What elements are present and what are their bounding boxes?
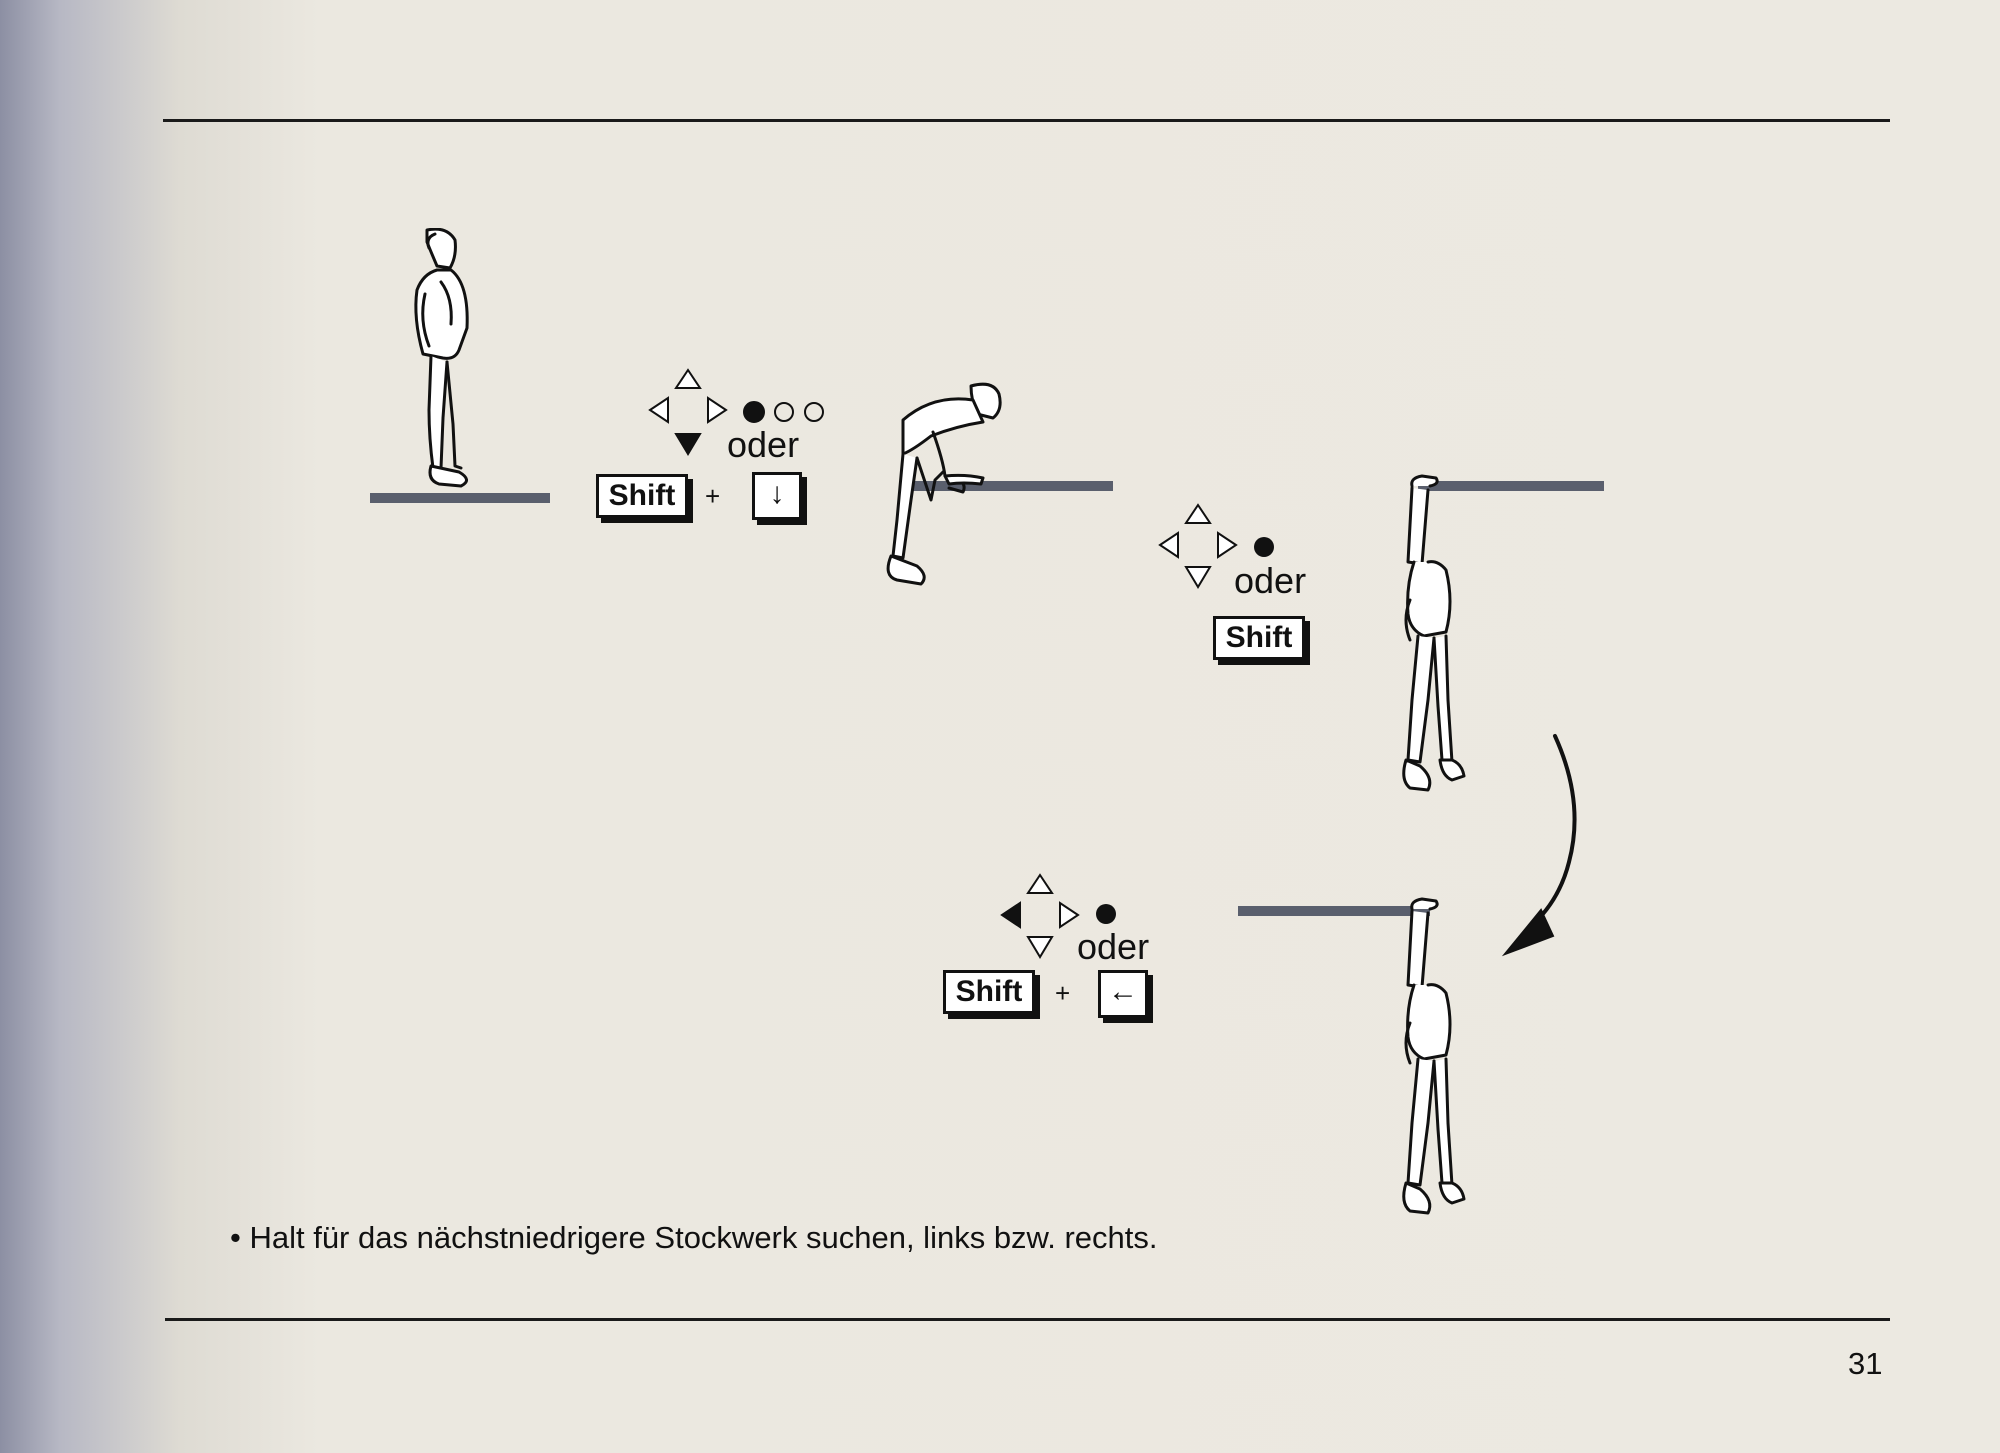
transition-arrow-icon	[1493, 732, 1603, 967]
hanging-figure-upper	[1388, 470, 1478, 805]
down-arrow-key: ↓	[752, 472, 802, 520]
dpad-left-icon	[1000, 901, 1021, 929]
button-filled-icon	[743, 401, 765, 423]
ledge-2	[913, 481, 1113, 491]
dpad-up-icon	[1026, 873, 1054, 894]
button-empty-icon	[774, 402, 794, 422]
ledge-4	[1238, 906, 1430, 916]
plus-sign-3: +	[1055, 978, 1071, 1008]
dpad-right-icon	[1059, 901, 1080, 929]
header-rule	[163, 119, 1890, 122]
dpad-down-active	[648, 368, 728, 458]
dpad-left-icon	[648, 396, 669, 424]
dpad-down-icon	[674, 433, 702, 456]
dpad-right-icon	[707, 396, 728, 424]
hanging-figure-lower	[1388, 893, 1478, 1228]
ledge-3	[1418, 481, 1604, 491]
oder-label-2: oder	[1234, 560, 1307, 601]
dpad-right-icon	[1217, 531, 1238, 559]
button-filled-icon	[1254, 537, 1274, 557]
button-empty-icon	[804, 402, 824, 422]
footer-rule	[165, 1318, 1890, 1321]
dpad-left-active	[1000, 873, 1080, 959]
dpad-up-icon	[1184, 503, 1212, 524]
button-filled-icon	[1096, 904, 1116, 924]
dpad-none-active	[1158, 503, 1238, 589]
oder-label-3: oder	[1077, 926, 1150, 967]
ledge-1	[370, 493, 550, 503]
shift-key-3: Shift	[943, 970, 1035, 1014]
plus-sign-1: +	[705, 481, 721, 511]
dpad-down-icon	[1026, 936, 1054, 959]
buttons-1-filled-2-empty	[742, 400, 832, 424]
dpad-up-icon	[674, 368, 702, 389]
crouching-figure	[873, 380, 1063, 595]
page-number: 31	[1848, 1346, 1883, 1381]
left-arrow-key: ←	[1098, 970, 1148, 1018]
button-filled-2	[1252, 535, 1276, 559]
instruction-caption: • Halt für das nächstniedrigere Stockwer…	[230, 1220, 1158, 1255]
oder-label-1: oder	[727, 424, 800, 465]
standing-figure	[395, 228, 485, 493]
dpad-down-icon	[1184, 566, 1212, 589]
dpad-left-icon	[1158, 531, 1179, 559]
shift-key-1: Shift	[596, 474, 688, 518]
shift-key-2: Shift	[1213, 616, 1305, 660]
button-filled-3	[1094, 902, 1118, 926]
